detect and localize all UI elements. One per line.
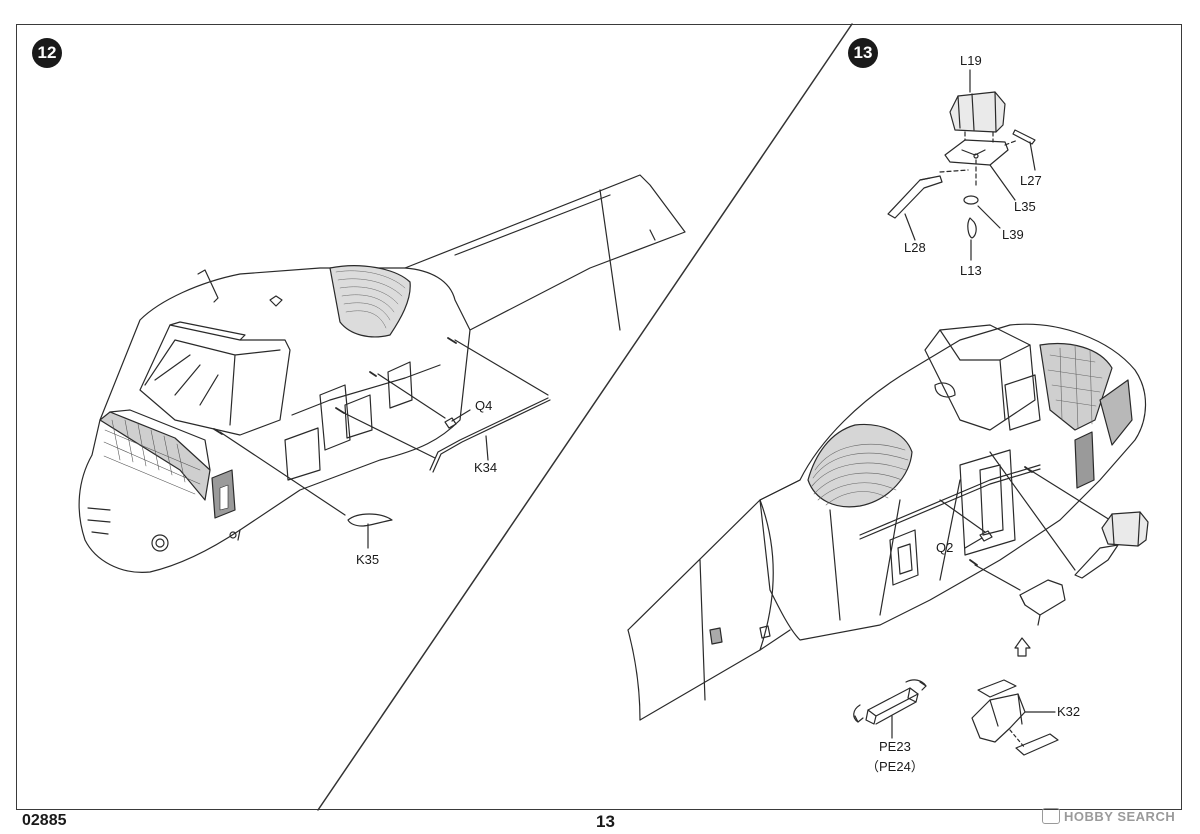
part-label: （PE24） — [866, 759, 924, 774]
pe23-parts — [853, 679, 927, 739]
part-label: L28 — [904, 240, 926, 255]
part-label: L39 — [1002, 227, 1024, 242]
helicopter-step12 — [78, 174, 686, 573]
part-label: Q4 — [475, 398, 493, 413]
part-label: L27 — [1020, 173, 1042, 188]
part-label: K35 — [356, 552, 380, 567]
page-frame — [16, 24, 1182, 810]
part-label: L19 — [960, 53, 982, 68]
rotor-head-subassembly — [887, 69, 1036, 261]
section-divider — [317, 23, 853, 811]
k32-parts — [971, 679, 1059, 756]
step-number-badge: 12 — [32, 38, 62, 68]
step-number-badge: 13 — [848, 38, 878, 68]
part-label: L35 — [1014, 199, 1036, 214]
part-label: Q2 — [936, 540, 954, 555]
watermark-text: HOBBY SEARCH — [1064, 808, 1176, 824]
watermark-logo-icon — [1042, 808, 1060, 824]
page-number: 13 — [596, 812, 615, 831]
part-label: PE23 — [879, 739, 911, 754]
watermark: HOBBY SEARCH — [1042, 808, 1175, 824]
part-label: K34 — [474, 460, 498, 475]
product-code: 02885 — [22, 812, 67, 829]
part-label: K32 — [1057, 704, 1081, 719]
helicopter-step13 — [627, 323, 1149, 721]
part-label: L13 — [960, 263, 982, 278]
